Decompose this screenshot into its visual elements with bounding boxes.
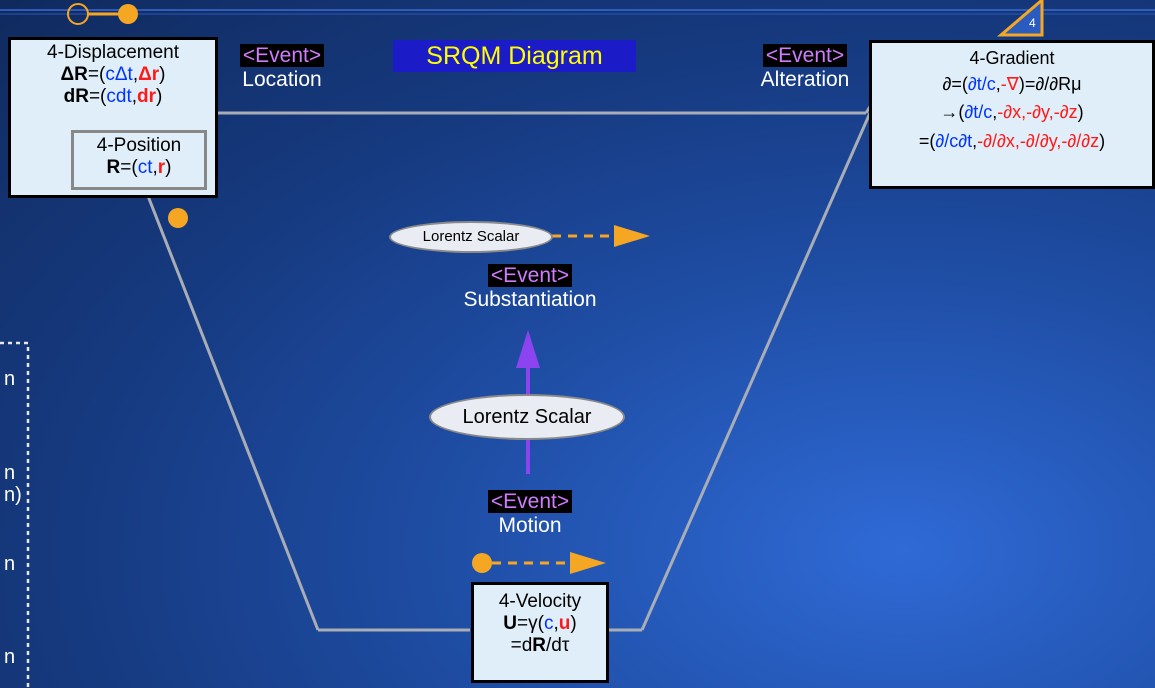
event-tag: <Event>: [487, 264, 573, 287]
legend-fragment: n: [4, 462, 16, 484]
gradient-line-1: ∂=(∂t/c,-∇)=∂/∂Rμ: [942, 74, 1082, 94]
event-location-label: <Event> Location: [227, 44, 337, 92]
displacement-box: 4-Displacement ΔR=(cΔt,Δr) dR=(cdt,dr) 4…: [8, 37, 218, 198]
lorentz-scalar-large: Lorentz Scalar: [429, 394, 625, 440]
velocity-line-1: U=γ(c,u): [503, 613, 577, 634]
gradient-line-3: =(∂/c∂t,-∂/∂x,-∂/∂y,-∂/∂z): [918, 131, 1106, 151]
event-alteration-label: <Event> Alteration: [746, 44, 864, 92]
tensor-rank-label: 4: [1029, 16, 1036, 30]
legend-frame: [0, 341, 30, 688]
legend-fragment: n: [4, 368, 16, 390]
event-alteration-text: Alteration: [760, 68, 850, 91]
displacement-title: 4-Displacement: [47, 42, 179, 63]
velocity-line-2: =dR/dτ: [510, 635, 570, 656]
arrow-head-icon: [570, 552, 606, 574]
displacement-line-2: dR=(cdt,dr): [63, 86, 163, 107]
gradient-box: 4-Gradient ∂=(∂t/c,-∇)=∂/∂Rμ →(∂t/c,-∂x,…: [869, 40, 1155, 189]
orange-dot-icon: [168, 208, 188, 228]
legend-fragment: n: [4, 553, 16, 575]
position-box: 4-Position R=(ct,r): [71, 130, 207, 190]
connector-velocity-gradient: [640, 112, 872, 631]
event-tag: <Event>: [762, 44, 848, 67]
displacement-line-1: ΔR=(cΔt,Δr): [60, 64, 166, 85]
legend-fragment: n: [4, 646, 16, 668]
velocity-box: 4-Velocity U=γ(c,u) =dR/dτ: [471, 582, 609, 683]
position-line: R=(ct,r): [106, 157, 172, 178]
orange-dot-icon: [472, 553, 492, 573]
legend-fragment: n): [4, 484, 22, 506]
event-substantiation-label: <Event> Substantiation: [430, 264, 630, 312]
gradient-line-2: →(∂t/c,-∂x,-∂y,-∂z): [940, 102, 1084, 122]
event-substantiation-text: Substantiation: [463, 288, 597, 311]
position-title: 4-Position: [96, 135, 182, 156]
tensor-rank-badge-icon: [996, 0, 1044, 37]
filled-circle-icon: [118, 4, 138, 24]
lorentz-scalar-small: Lorentz Scalar: [389, 221, 553, 253]
event-location-text: Location: [242, 68, 322, 91]
event-motion-label: <Event> Motion: [470, 490, 590, 538]
event-tag: <Event>: [239, 44, 325, 67]
event-tag: <Event>: [487, 490, 573, 513]
purple-arrow-head-icon: [516, 330, 540, 368]
velocity-title: 4-Velocity: [498, 591, 582, 612]
connector-displacement-velocity: [146, 195, 320, 631]
event-motion-text: Motion: [498, 514, 562, 537]
arrow-head-icon: [614, 225, 650, 247]
gradient-title: 4-Gradient: [969, 48, 1055, 68]
page-title: SRQM Diagram: [393, 40, 636, 72]
